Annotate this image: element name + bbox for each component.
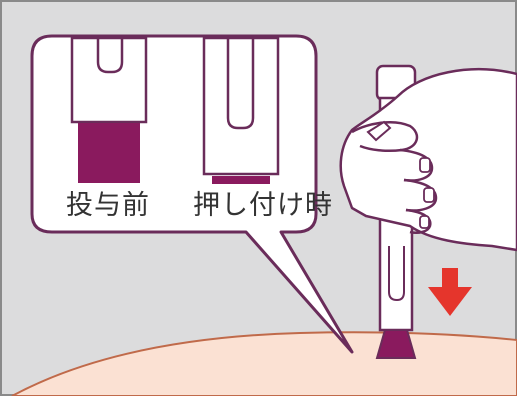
hand-finger-1 [399,148,434,182]
pen-pressed-detail [202,36,280,184]
thumb-nail [366,120,392,142]
needle-shield-extended [78,123,140,183]
hand-finger-3 [405,208,432,234]
hand-thumb [351,121,419,153]
finger-nail-1 [419,157,431,173]
label-before-administration: 投与前 [66,190,150,221]
pen-window-slot-before [96,38,124,74]
pen-viewing-window [388,246,405,302]
hand [339,68,517,252]
needle-shield-retracted [212,176,270,184]
pen-needle-cover [375,329,417,359]
pen-window-body-pressed [202,36,280,176]
arrow-shaft [442,268,458,288]
label-when-pressed: 押し付け時 [193,190,333,221]
pen-before-detail [70,36,148,183]
pen-window-body-before [70,36,148,124]
arrow-head [428,287,472,316]
pen-window-slot-pressed [226,38,255,130]
finger-nail-2 [423,187,435,203]
hand-finger-2 [403,178,438,212]
arrow-down-icon [428,268,472,316]
finger-nail-3 [419,215,430,229]
